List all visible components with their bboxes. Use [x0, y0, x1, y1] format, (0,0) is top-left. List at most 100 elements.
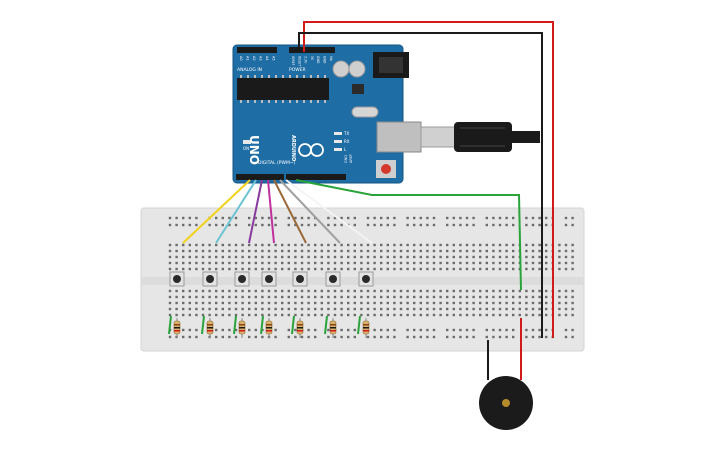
- breadboard-hole: [439, 261, 442, 265]
- breadboard-hole: [274, 295, 277, 299]
- breadboard-hole: [347, 289, 350, 293]
- breadboard-hole: [432, 307, 436, 311]
- breadboard-hole: [518, 301, 521, 305]
- breadboard-hole: [525, 307, 528, 311]
- breadboard-hole: [333, 249, 337, 253]
- rail-hole: [413, 328, 416, 332]
- breadboard-hole: [373, 295, 376, 299]
- rail-hole: [274, 216, 277, 220]
- breadboard-hole: [373, 301, 376, 305]
- breadboard-hole: [175, 301, 178, 305]
- breadboard-hole: [168, 289, 172, 293]
- breadboard-hole: [505, 289, 508, 293]
- rail-hole: [564, 216, 568, 220]
- breadboard-hole: [347, 243, 350, 247]
- breadboard-hole: [294, 313, 297, 317]
- rail-hole: [248, 223, 251, 227]
- breadboard-hole: [327, 261, 330, 265]
- breadboard-hole: [413, 261, 416, 265]
- rail-hole: [234, 223, 238, 227]
- rail-hole: [531, 328, 535, 332]
- breadboard-hole: [479, 313, 482, 317]
- breadboard-hole: [261, 243, 264, 247]
- breadboard-hole: [201, 255, 205, 259]
- breadboard-hole: [564, 289, 568, 293]
- breadboard-hole: [439, 243, 442, 247]
- breadboard-hole: [327, 289, 330, 293]
- breadboard-hole: [498, 261, 502, 265]
- breadboard-hole: [459, 255, 462, 259]
- breadboard-hole: [465, 307, 469, 311]
- breadboard-hole: [294, 243, 297, 247]
- breadboard-hole: [452, 295, 455, 299]
- ground-link-wire: [260, 315, 264, 335]
- rail-hole: [393, 335, 396, 339]
- breadboard-hole: [353, 243, 356, 247]
- breadboard-hole: [538, 255, 541, 259]
- breadboard-hole: [465, 267, 469, 271]
- breadboard-hole: [452, 243, 455, 247]
- breadboard-hole: [300, 249, 304, 253]
- breadboard-hole: [545, 267, 548, 271]
- breadboard-hole: [228, 295, 231, 299]
- rail-hole: [419, 335, 422, 339]
- breadboard-hole: [340, 289, 343, 293]
- rail-hole: [261, 223, 264, 227]
- breadboard-hole: [228, 307, 231, 311]
- breadboard-hole: [360, 307, 363, 311]
- breadboard-hole: [558, 313, 561, 317]
- breadboard-hole: [208, 289, 211, 293]
- breadboard-hole: [254, 267, 257, 271]
- breadboard-hole: [248, 261, 251, 265]
- breadboard-hole: [419, 249, 422, 253]
- breadboard-hole: [327, 307, 330, 311]
- breadboard-hole: [201, 243, 205, 247]
- analog-pin-label: A2: [252, 56, 256, 61]
- breadboard-hole: [426, 255, 429, 259]
- rail-hole: [452, 335, 455, 339]
- breadboard-hole: [333, 313, 337, 317]
- breadboard-hole: [413, 249, 416, 253]
- breadboard-hole: [393, 255, 396, 259]
- breadboard-hole: [294, 261, 297, 265]
- rail-hole: [498, 328, 502, 332]
- breadboard-hole: [545, 295, 548, 299]
- breadboard-hole: [208, 255, 211, 259]
- rail-hole: [432, 223, 436, 227]
- rail-hole: [340, 328, 343, 332]
- rail-hole: [485, 335, 488, 339]
- breadboard-hole: [426, 243, 429, 247]
- breadboard-hole: [215, 289, 218, 293]
- rail-hole: [380, 216, 383, 220]
- breadboard-hole: [234, 261, 238, 265]
- rail-hole: [234, 335, 238, 339]
- breadboard-hole: [248, 313, 251, 317]
- breadboard-hole: [221, 255, 224, 259]
- breadboard-hole: [399, 255, 403, 259]
- breadboard-hole: [380, 267, 383, 271]
- breadboard-hole: [175, 289, 178, 293]
- breadboard-hole: [564, 261, 568, 265]
- breadboard-hole: [360, 267, 363, 271]
- breadboard-hole: [195, 267, 198, 271]
- rail-hole: [300, 223, 304, 227]
- rail-hole: [182, 216, 185, 220]
- breadboard-hole: [221, 267, 224, 271]
- breadboard-hole: [353, 261, 356, 265]
- breadboard-hole: [538, 307, 541, 311]
- breadboard-hole: [413, 307, 416, 311]
- breadboard-hole: [294, 289, 297, 293]
- pushbuttons: [169, 271, 374, 287]
- breadboard-hole: [281, 249, 284, 253]
- rail-hole: [459, 335, 462, 339]
- rail-hole: [274, 328, 277, 332]
- breadboard-hole: [333, 301, 337, 305]
- breadboard-hole: [406, 301, 409, 305]
- rail-hole: [386, 216, 389, 220]
- rail-hole: [254, 216, 257, 220]
- breadboard-hole: [505, 243, 508, 247]
- breadboard-hole: [393, 307, 396, 311]
- breadboard-hole: [188, 249, 191, 253]
- breadboard-hole: [267, 313, 271, 317]
- breadboard-hole: [340, 301, 343, 305]
